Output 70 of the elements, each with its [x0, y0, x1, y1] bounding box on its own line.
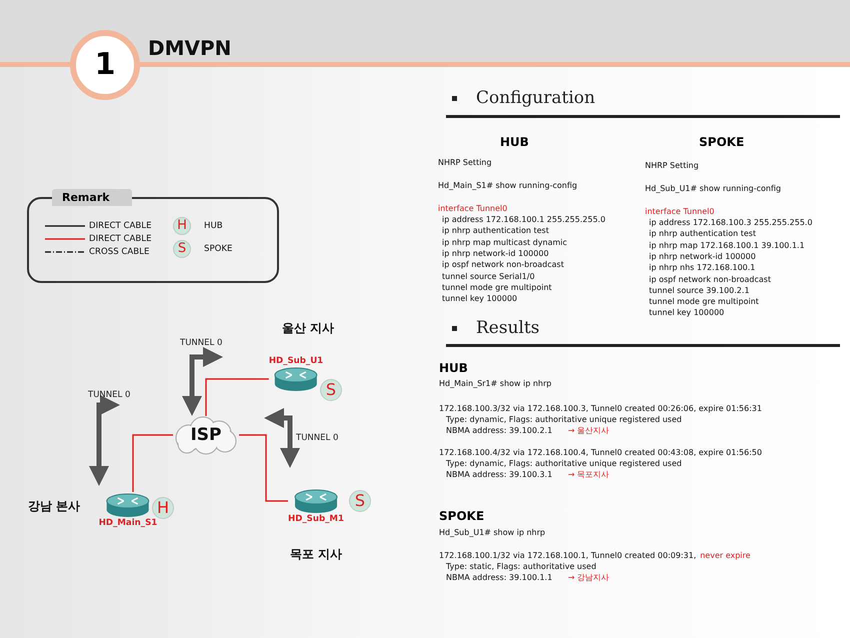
- output-line: Type: dynamic, Flags: authoritative unique registered used: [446, 414, 682, 425]
- command-line: Hd_Sub_U1# show running-config: [645, 183, 781, 194]
- network-cloud: ISP: [173, 416, 239, 454]
- output-line: Type: dynamic, Flags: authoritative unique registered used: [446, 458, 682, 469]
- note-text: → 울산지사: [568, 425, 610, 436]
- config-line: ip nhrp authentication test: [442, 225, 549, 236]
- legend-title: Remark: [52, 189, 132, 206]
- config-line: ip nhrp map multicast dynamic: [442, 236, 568, 248]
- place-name: 울산 지사: [282, 320, 334, 337]
- hub-badge: H: [152, 497, 174, 519]
- output-line: 172.168.100.3/32 via 172.168.100.3, Tunnel0 created 00:26:06, expire 01:56:31: [439, 403, 762, 414]
- spoke-badge: S: [320, 379, 342, 401]
- legend-text: DIRECT CABLE: [89, 221, 152, 231]
- column-heading: HUB: [500, 135, 529, 149]
- config-line: ip nhrp map 172.168.100.1 39.100.1.1: [649, 240, 805, 251]
- tunnel-label: TUNNEL 0: [296, 433, 338, 443]
- cable-line: [205, 378, 269, 416]
- legend-text: SPOKE: [204, 244, 232, 254]
- config-line: ip nhrp network-id 100000: [649, 250, 756, 262]
- command-line: Hd_Main_S1# show running-config: [438, 180, 578, 191]
- config-line: ip ospf network non-broadcast: [442, 259, 564, 270]
- section-heading: Configuration: [476, 88, 596, 108]
- spoke-badge: S: [173, 240, 191, 258]
- note-text: → 목포지사: [568, 469, 610, 480]
- note-text: → 강남지사: [568, 572, 610, 583]
- output-line: Type: static, Flags: authoritative used: [446, 561, 596, 572]
- config-line: tunnel key 100000: [649, 307, 724, 318]
- config-line: ip nhrp authentication test: [649, 228, 756, 240]
- config-line: ip address 172.168.100.3 255.255.255.0: [649, 217, 812, 228]
- legend-text: CROSS CABLE: [89, 247, 150, 257]
- config-line: tunnel mode gre multipoint: [442, 282, 552, 293]
- note-text: never expire: [700, 550, 750, 561]
- command-line: Hd_Sub_U1# show ip nhrp: [439, 527, 546, 538]
- config-line: tunnel source 39.100.2.1: [649, 284, 750, 296]
- config-line: NHRP Setting: [438, 157, 492, 168]
- slide-number: 1: [70, 30, 140, 100]
- cable-line: [239, 434, 288, 502]
- output-line: 172.168.100.4/32 via 172.168.100.4, Tunnel0 created 00:43:08, expire 01:56:50: [439, 447, 762, 458]
- subheading: HUB: [439, 361, 468, 375]
- config-line: tunnel mode gre multipoint: [649, 296, 759, 308]
- command-line: Hd_Main_Sr1# show ip nhrp: [439, 378, 552, 389]
- output-line: NBMA address: 39.100.1.1: [446, 572, 552, 583]
- hub-badge: H: [173, 217, 191, 235]
- output-line: NBMA address: 39.100.2.1: [446, 425, 552, 436]
- config-line: NHRP Setting: [645, 160, 699, 171]
- tunnel-label: TUNNEL 0: [88, 390, 130, 400]
- config-line: interface Tunnel0: [438, 203, 508, 214]
- output-line: NBMA address: 39.100.3.1: [446, 469, 552, 480]
- config-line: ip ospf network non-broadcast: [649, 274, 771, 284]
- legend-text: HUB: [204, 221, 223, 231]
- config-line: interface Tunnel0: [645, 206, 714, 217]
- config-line: tunnel key 100000: [442, 293, 518, 304]
- config-line: ip nhrp nhs 172.168.100.1: [649, 262, 756, 274]
- place-name: 목포 지사: [290, 546, 342, 563]
- page-title: DMVPN: [148, 36, 232, 60]
- output-line: 172.168.100.1/32 via 172.168.100.1, Tunnel0 created 00:09:31,: [439, 550, 696, 561]
- spoke-badge: S: [349, 490, 371, 512]
- legend-text: DIRECT CABLE: [89, 234, 152, 244]
- router-name: HD_Sub_M1: [288, 514, 344, 524]
- router-name: HD_Main_S1: [98, 518, 158, 528]
- router-name: HD_Sub_U1: [268, 356, 324, 366]
- tunnel-label: TUNNEL 0: [180, 338, 222, 348]
- cable-line: [132, 434, 173, 492]
- config-line: ip nhrp network-id 100000: [442, 248, 549, 259]
- config-line: ip address 172.168.100.1 255.255.255.0: [442, 214, 606, 225]
- section-heading: Results: [476, 318, 540, 338]
- subheading: SPOKE: [439, 509, 484, 523]
- place-name: 강남 본사: [28, 498, 80, 515]
- config-line: tunnel source Serial1/0: [442, 270, 535, 282]
- column-heading: SPOKE: [699, 135, 744, 149]
